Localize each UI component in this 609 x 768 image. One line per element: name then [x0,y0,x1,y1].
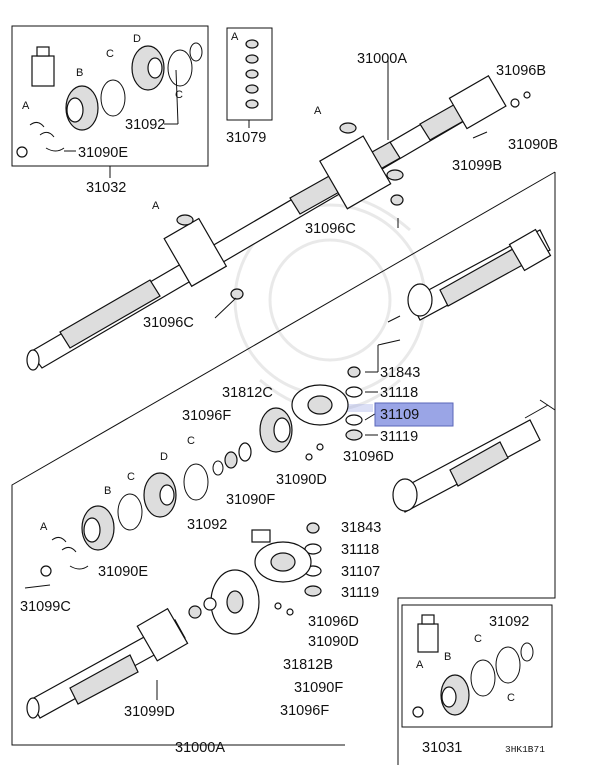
letter-d-1: D [133,33,141,45]
letter-c-6: C [507,692,515,704]
label-31092-br: 31092 [489,614,529,630]
letter-c-3: C [127,471,135,483]
label-31092-mid: 31092 [187,517,227,533]
letter-c-1: C [106,48,114,60]
frame-mid [397,172,556,765]
center-bearing-group-1 [212,339,401,476]
label-31119-a: 31119 [380,429,418,445]
label-31096c-1: 31096C [305,221,356,237]
letter-b-1: B [76,67,83,79]
label-31812c: 31812C [222,385,273,401]
label-31843-a: 31843 [380,365,420,381]
label-31109-highlight [374,402,454,427]
label-31090f-b: 31090F [294,680,343,696]
letter-c-4: C [187,435,195,447]
label-31031: 31031 [422,740,462,756]
label-31000a-upper: 31000A [357,51,407,67]
flange-assembly-mid [24,463,209,589]
letter-a-4: A [152,200,160,212]
label-31079: 31079 [226,130,266,146]
label-31096b: 31096B [496,63,546,79]
label-31096f-b: 31096F [280,703,329,719]
box-31032 [11,25,209,178]
label-31090f-a: 31090F [226,492,275,508]
nut-icon [230,288,244,300]
label-31118-a: 31118 [380,385,418,401]
label-31109: 31109 [380,407,419,423]
label-31099d: 31099D [124,704,175,720]
label-31092-top: 31092 [125,117,165,133]
label-31096d-a: 31096D [343,449,394,465]
bearing-cup-icon [245,39,259,49]
box-31079 [226,27,273,128]
label-31000a-lower: 31000A [175,740,225,756]
propeller-shaft-upper [26,58,531,371]
letter-b-2: B [104,485,111,497]
shaft-section-upper-right [387,228,552,323]
label-31118-b: 31118 [341,542,379,558]
letter-a-6: A [416,659,424,671]
label-31090d-a: 31090D [276,472,327,488]
label-31812b: 31812B [283,657,333,673]
label-31843-b: 31843 [341,520,381,536]
label-31090e-top: 31090E [78,145,128,161]
letter-a-1: A [22,100,30,112]
label-31096d-b: 31096D [308,614,359,630]
letter-a-2: A [231,31,239,43]
letter-a-5: A [40,521,48,533]
letter-b-3: B [444,651,451,663]
letter-a-3: A [314,105,322,117]
letter-c-2: C [175,89,183,101]
grease-tube-icon [31,55,55,87]
label-31107: 31107 [341,564,380,580]
seal-ring-icon [100,79,126,117]
shaft-section-mid-right [392,399,556,513]
box-31031 [401,604,553,728]
label-31119-b: 31119 [341,585,379,601]
propeller-shaft-lower [26,597,217,719]
label-31099c: 31099C [20,599,71,615]
label-31090e-mid: 31090E [98,564,148,580]
diagram-code: 3HK1B71 [505,744,545,755]
label-31032: 31032 [86,180,126,196]
label-31096f-a: 31096F [182,408,231,424]
letter-d-2: D [160,451,168,463]
center-bearing-group-2 [210,522,322,635]
label-31090d-b: 31090D [308,634,359,650]
letter-c-5: C [474,633,482,645]
label-31099b: 31099B [452,158,502,174]
label-31096c-2: 31096C [143,315,194,331]
label-31090b: 31090B [508,137,558,153]
